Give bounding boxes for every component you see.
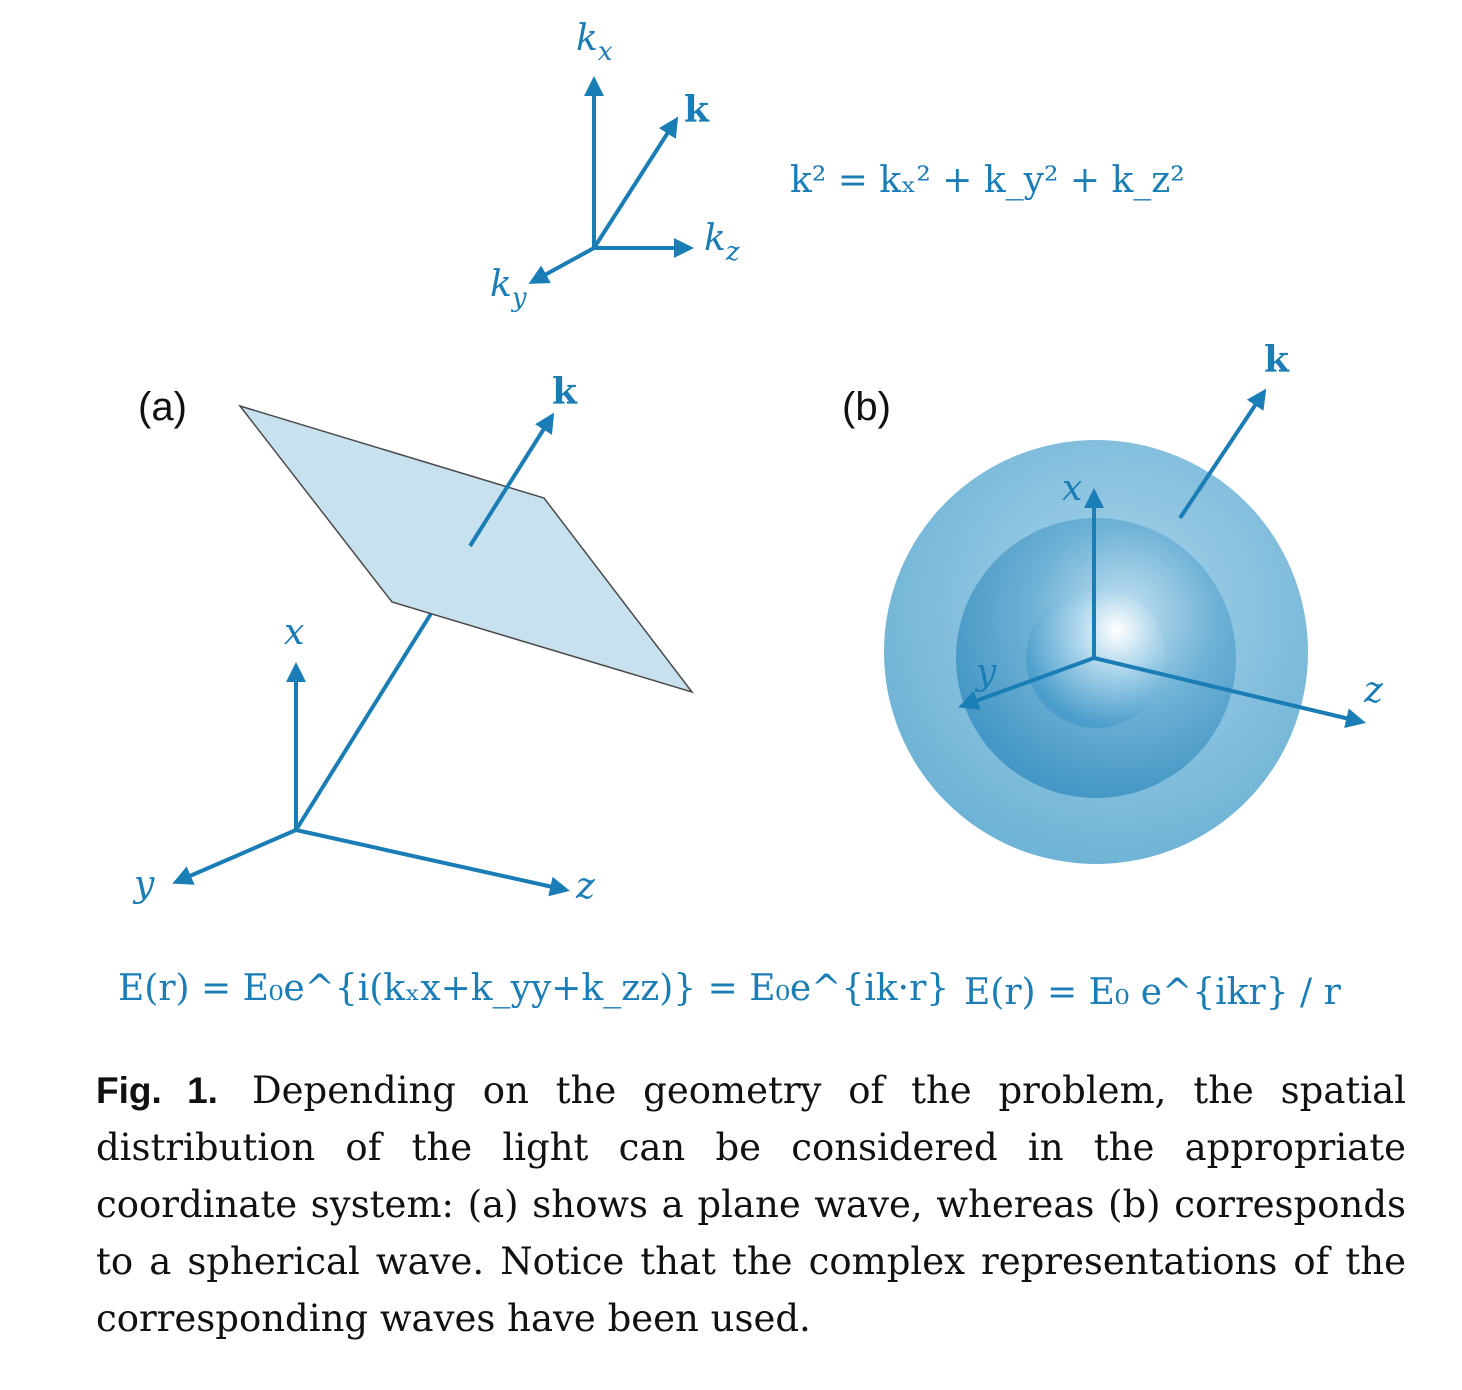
caption-text: Depending on the geometry of the problem… (96, 1069, 1406, 1340)
panel-b-label: (b) (842, 385, 891, 429)
propagation-line (294, 610, 434, 832)
panel-b: (b) k x z y E(r) = E₀ e^{ikr} / r (842, 339, 1384, 1013)
k-vector-top (592, 116, 679, 250)
ky-label: ky (490, 264, 527, 313)
figure-caption: Fig. 1.Depending on the geometry of the … (96, 1062, 1406, 1347)
spherical-wave-equation: E(r) = E₀ e^{ikr} / r (964, 972, 1342, 1013)
k-label-a: k (552, 371, 578, 413)
k-vector-a (468, 412, 555, 548)
k-vector-b (1178, 388, 1267, 520)
y-axis-b (958, 656, 1095, 710)
ky-axis (528, 246, 595, 284)
wavefront-plane (237, 404, 694, 694)
z-axis-a (295, 828, 570, 897)
k-label-top: k (684, 89, 710, 131)
panel-a-label: (a) (138, 385, 187, 429)
x-label-a: x (284, 612, 304, 653)
plane-wave-equation: E(r) = E₀e^{i(kₓx+k_yy+k_zz)} = E₀e^{ik·… (118, 968, 949, 1009)
z-axis-b (1093, 656, 1366, 729)
caption-fig-label: Fig. 1. (96, 1070, 218, 1111)
figure-diagram: kx kz ky k k² = kₓ² + k_y² + k_z² (a) k … (118, 18, 1384, 1013)
k-space-axes: kx kz ky k (490, 18, 740, 313)
x-label-b: x (1062, 468, 1082, 509)
kz-label: kz (704, 218, 740, 267)
panel-a: (a) k x z y E(r) = E₀e^{i(kₓx+k_yy+k_zz)… (118, 371, 949, 1009)
z-label-b: z (1363, 670, 1384, 711)
k-label-b: k (1264, 339, 1290, 381)
k-squared-equation: k² = kₓ² + k_y² + k_z² (790, 160, 1185, 201)
y-label-b: y (974, 652, 997, 693)
y-label-a: y (132, 864, 155, 905)
kx-label: kx (576, 18, 613, 67)
z-label-a: z (575, 866, 596, 907)
y-axis-a (172, 828, 297, 885)
